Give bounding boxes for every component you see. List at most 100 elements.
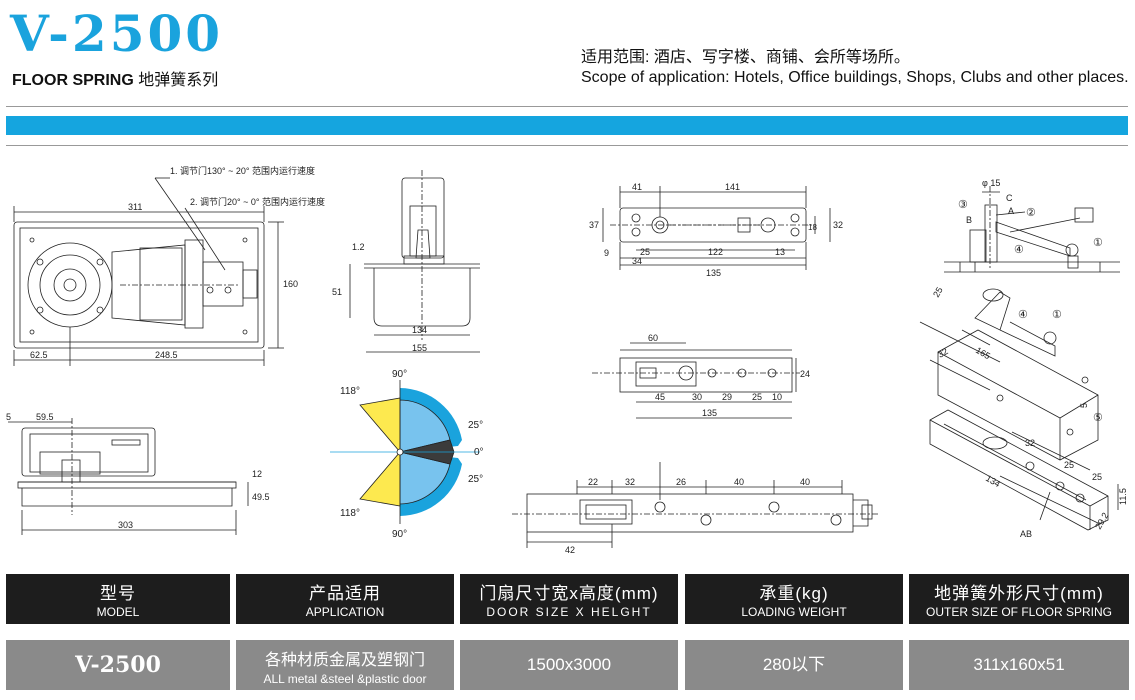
dim-155: 155 (412, 343, 427, 353)
drawing-pivot (944, 186, 1120, 273)
dim-1-2: 1.2 (352, 242, 365, 252)
header-door-size: 门扇尺寸宽x高度(mm) DOOR SIZE X HELGHT (460, 574, 678, 624)
header-door-size-en: DOOR SIZE X HELGHT (486, 605, 652, 619)
dim-49-5: 49.5 (252, 492, 270, 502)
dim-13: 13 (775, 247, 785, 257)
drawing-side-view (8, 418, 249, 535)
dim-25-mid: 25 (752, 392, 762, 402)
drawing-top-plate (602, 186, 831, 270)
angle-90-bottom: 90° (392, 529, 407, 540)
dim-25-plate-a: 25 (1064, 460, 1074, 470)
dim-25-plate-b: 25 (1092, 472, 1102, 482)
accent-bar (6, 116, 1128, 135)
dim-32: 32 (833, 220, 843, 230)
dim-24: 24 (800, 369, 810, 379)
header-loading: 承重(kg) LOADING WEIGHT (685, 574, 903, 624)
callout-4: ④ (1014, 244, 1024, 256)
cell-loading: 280以下 (685, 640, 903, 690)
dim-134-plate: 134 (984, 473, 1002, 489)
product-subtitle: FLOOR SPRING 地弹簧系列 (12, 66, 218, 90)
dim-18: 18 (808, 223, 817, 232)
cell-loading-value: 280以下 (762, 655, 826, 674)
dim-5-iso: 5 (1079, 403, 1089, 408)
dim-26: 26 (676, 477, 686, 487)
drawing-section (349, 170, 480, 353)
subtitle-zh: 地弹簧系列 (138, 72, 219, 89)
dim-30: 30 (692, 392, 702, 402)
callout-4-iso: ④ (1018, 309, 1028, 321)
dim-51: 51 (332, 287, 342, 297)
label-a: A (1008, 206, 1014, 216)
dim-32-bottom: 32 (625, 477, 635, 487)
drawing-top-view (13, 177, 284, 366)
angle-90-top: 90° (392, 369, 407, 380)
note-1: 1. 调节门130° ~ 20° 范围内运行速度 (170, 165, 315, 176)
drawing-bottom-plate (512, 462, 880, 548)
label-b: B (966, 215, 972, 225)
cell-door-size-value: 1500x3000 (526, 655, 612, 674)
dim-165: 165 (974, 345, 992, 361)
scope-zh: 适用范围: 酒店、写字楼、商铺、会所等场所。 (581, 49, 910, 66)
dim-122: 122 (708, 247, 723, 257)
dim-135-mid: 135 (702, 408, 717, 418)
dim-34: 34 (632, 256, 642, 266)
drawing-middle-plate (592, 342, 800, 419)
angle-25-bottom: 25° (468, 474, 483, 485)
dim-5: 5 (6, 412, 11, 422)
header-outer-size-zh: 地弹簧外形尺寸(mm) (934, 584, 1104, 603)
dim-248-5: 248.5 (155, 350, 178, 360)
note-2: 2. 调节门20° ~ 0° 范围内运行速度 (190, 196, 325, 207)
dim-62-5: 62.5 (30, 350, 48, 360)
angle-118-bottom: 118° (340, 508, 360, 519)
scope-en: Scope of application: Hotels, Office bui… (581, 69, 1129, 86)
label-ab: AB (1020, 529, 1032, 539)
angle-0: 0° (474, 447, 484, 458)
dim-41: 41 (632, 182, 642, 192)
dim-160: 160 (283, 279, 298, 289)
dim-phi15: φ 15 (982, 178, 1000, 188)
dim-25-iso: 25 (931, 285, 945, 299)
divider-lower (6, 145, 1128, 146)
drawing-iso-arm (919, 288, 1099, 461)
header-model-zh: 型号 (100, 584, 136, 603)
drawing-iso-plate (929, 409, 1119, 531)
dim-32-plate: 32 (1025, 438, 1035, 448)
callout-1-iso: ① (1052, 309, 1062, 321)
header-outer-size-en: OUTER SIZE OF FLOOR SPRING (925, 605, 1113, 619)
application-scope: 适用范围: 酒店、写字楼、商铺、会所等场所。 Scope of applicat… (581, 48, 1129, 88)
dim-29: 29 (722, 392, 732, 402)
model-title: V-2500 (10, 4, 224, 63)
label-c: C (1006, 193, 1013, 203)
dim-12: 12 (252, 469, 262, 479)
dim-32-iso: 32 (936, 346, 950, 360)
dim-134: 134 (412, 325, 427, 335)
callout-5: ⑤ (1093, 412, 1103, 424)
dim-60: 60 (648, 333, 658, 343)
header-loading-zh: 承重(kg) (759, 584, 829, 603)
header-door-size-zh: 门扇尺寸宽x高度(mm) (479, 584, 659, 603)
speed-zone-diagram (330, 380, 480, 524)
header-application-en: APPLICATION (305, 605, 385, 619)
header-model-en: MODEL (96, 605, 140, 619)
dim-135-top: 135 (706, 268, 721, 278)
dim-10: 10 (772, 392, 782, 402)
cell-model-value: V-2500 (75, 652, 161, 678)
technical-drawings: 1. 调节门130° ~ 20° 范围内运行速度 2. 调节门20° ~ 0° … (6, 165, 1128, 555)
dim-141: 141 (725, 182, 740, 192)
dim-37: 37 (589, 220, 599, 230)
dim-9: 9 (604, 248, 609, 258)
header-loading-en: LOADING WEIGHT (741, 605, 847, 619)
header-outer-size: 地弹簧外形尺寸(mm) OUTER SIZE OF FLOOR SPRING (909, 574, 1129, 624)
cell-outer-size: 311x160x51 (909, 640, 1129, 690)
dim-42: 42 (565, 545, 575, 555)
dim-311: 311 (128, 202, 142, 212)
dim-40-b: 40 (800, 477, 810, 487)
callout-2: ② (1026, 207, 1036, 219)
cell-outer-size-value: 311x160x51 (973, 655, 1065, 674)
dim-40-a: 40 (734, 477, 744, 487)
top-divider (6, 106, 1128, 107)
dim-11-5: 11.5 (1118, 488, 1128, 505)
cell-door-size: 1500x3000 (460, 640, 678, 690)
